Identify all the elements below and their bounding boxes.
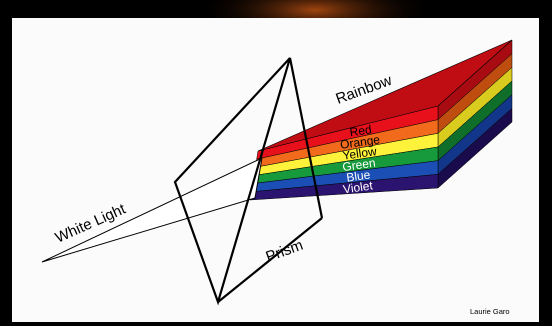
credit-label: Laurie Garo [470,307,510,316]
